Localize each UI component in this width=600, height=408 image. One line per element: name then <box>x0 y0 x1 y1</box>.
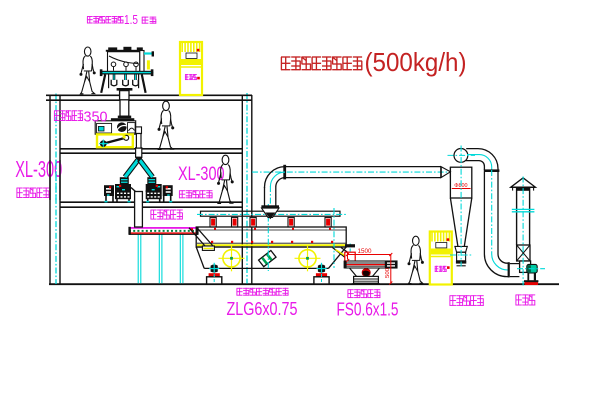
svg-text:1500: 1500 <box>358 249 373 255</box>
svg-text:500: 500 <box>385 268 391 278</box>
svg-text:FS0.6x1.5: FS0.6x1.5 <box>337 300 399 320</box>
svg-text:350: 350 <box>84 109 108 126</box>
svg-text:(500kg/h): (500kg/h) <box>365 47 467 77</box>
svg-text:1.5: 1.5 <box>124 12 138 27</box>
svg-text:XL-300: XL-300 <box>15 156 62 182</box>
svg-text:XL-300: XL-300 <box>178 164 225 185</box>
svg-text:ZLG6x0.75: ZLG6x0.75 <box>227 299 298 319</box>
